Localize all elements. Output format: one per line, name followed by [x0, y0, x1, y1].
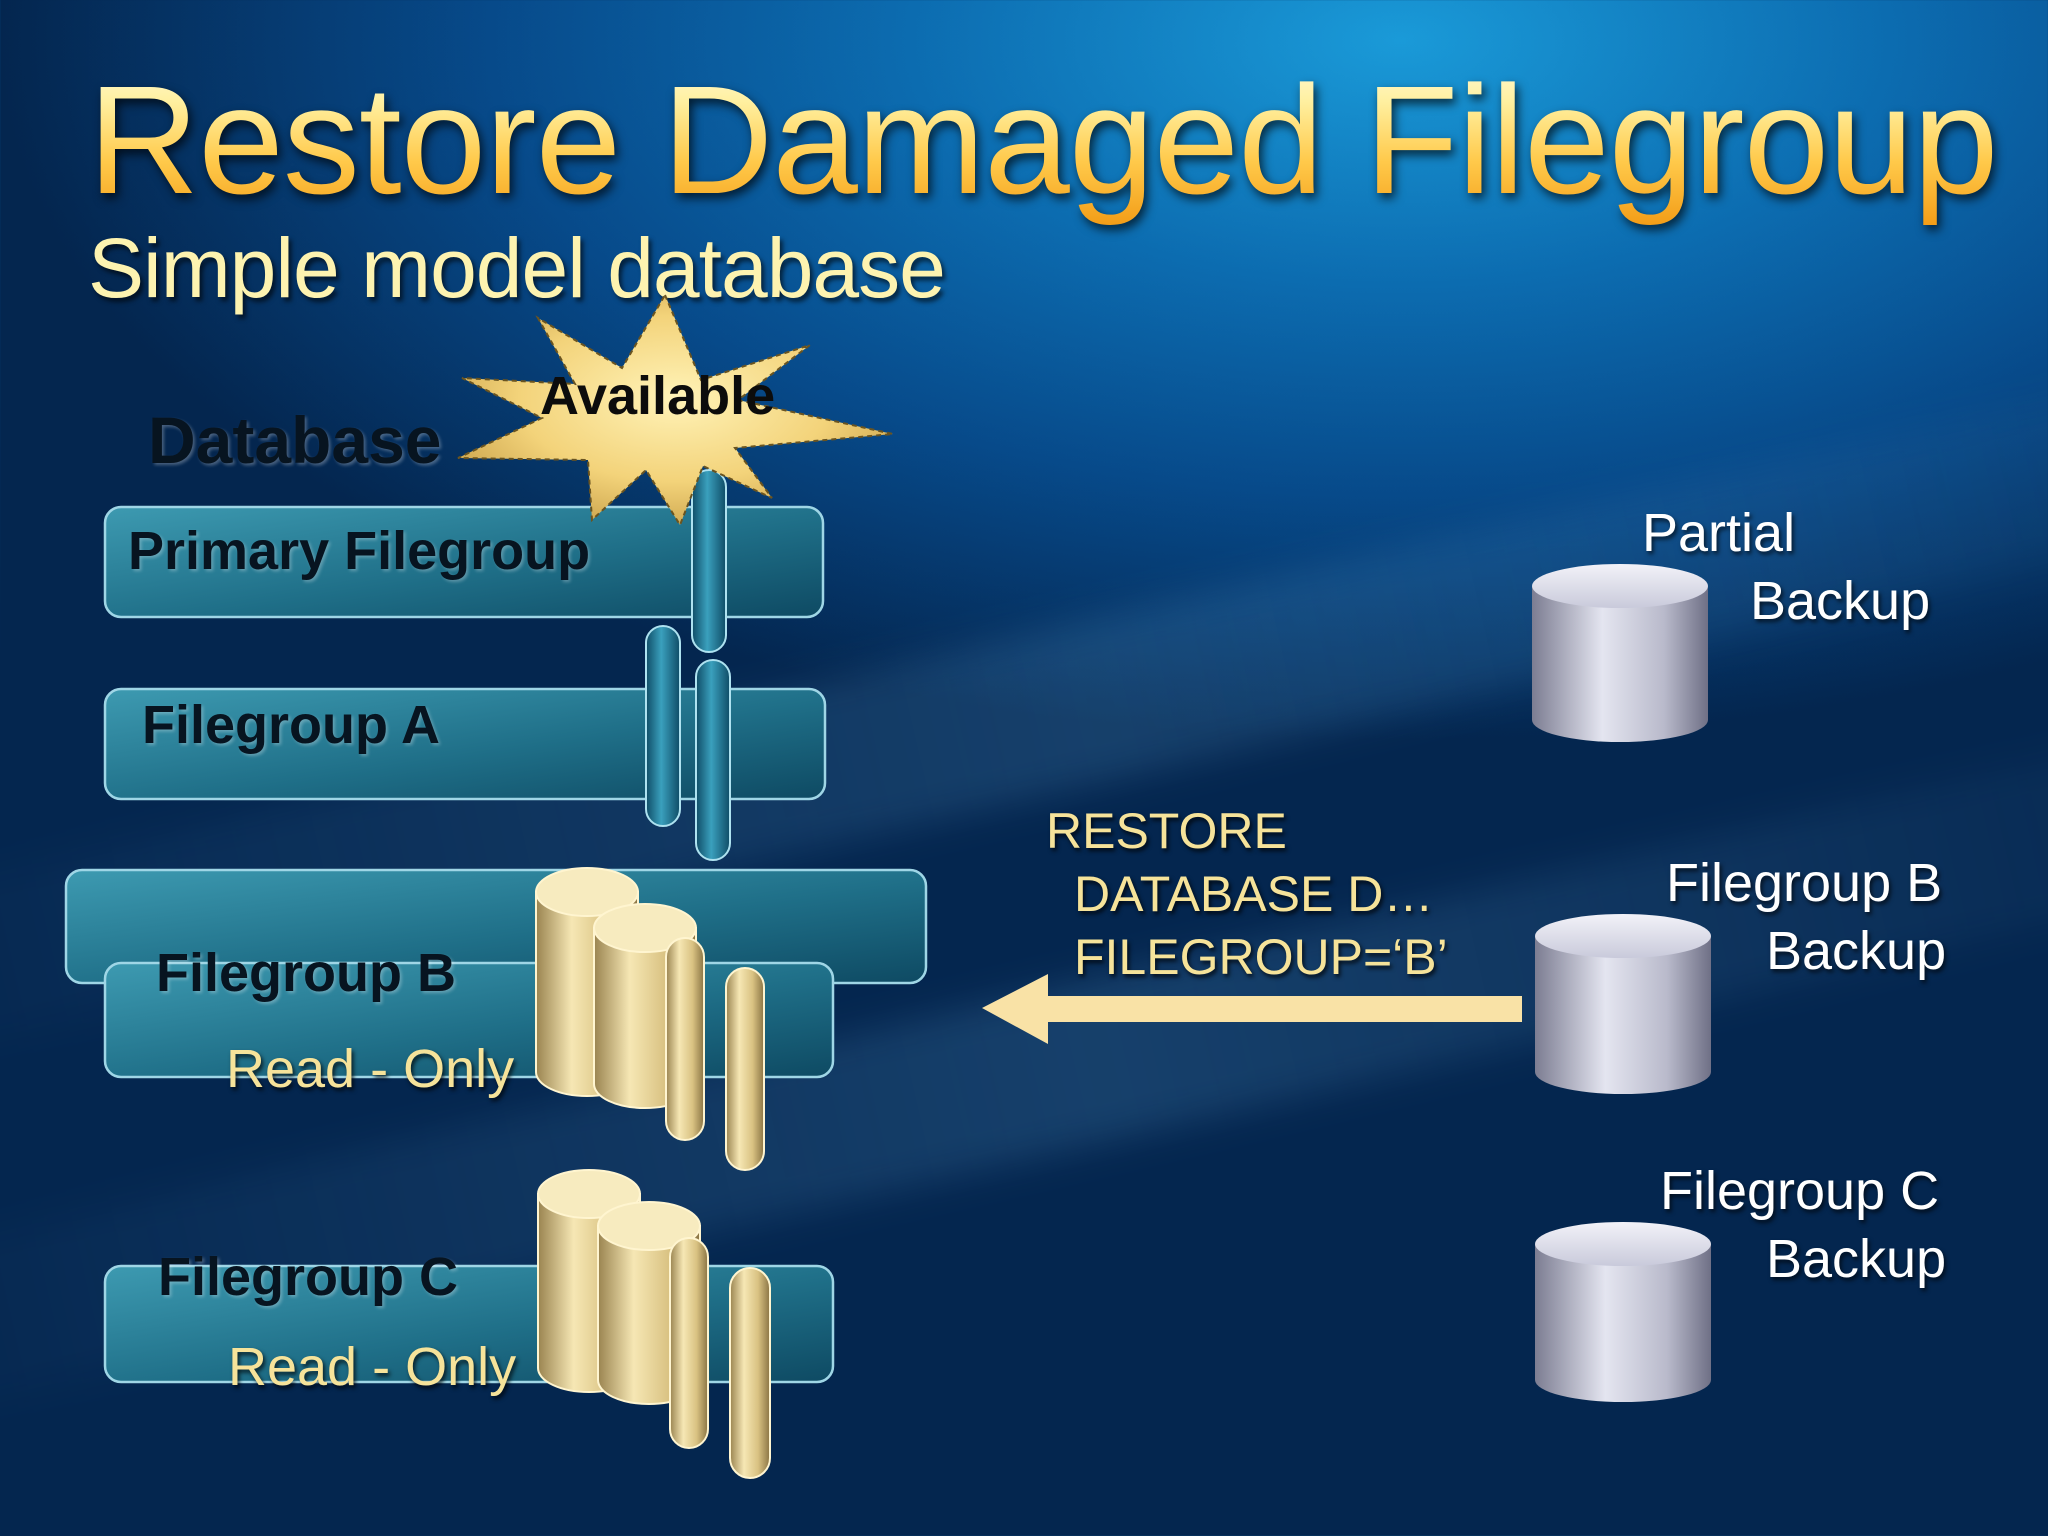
filegroup-b-state: Read - Only [226, 1039, 515, 1099]
filegroup-b-backup-label: Backup [1766, 921, 1947, 981]
filegroup-c-state: Read - Only [228, 1337, 517, 1397]
filegroup-b-backup-cylinder [1535, 914, 1711, 1094]
filegroup-a-data-file [695, 659, 731, 861]
restore-command-line: DATABASE D… [1074, 866, 1434, 922]
restore-arrow [982, 974, 1522, 1044]
partial-backup-label: Backup [1750, 571, 1931, 631]
available-label: Available [540, 366, 776, 426]
available-starburst [457, 292, 894, 528]
restore-command: RESTORE DATABASE D… FILEGROUP=‘B’ [1046, 800, 1448, 989]
filegroup-b-backup-label: Filegroup B [1666, 853, 1943, 913]
partial-backup-cylinder [1532, 564, 1708, 742]
primary-data-file [691, 469, 727, 653]
slide-title: Restore Damaged Filegroup [88, 52, 1999, 229]
filegroup-c-files [537, 1169, 771, 1479]
database-label: Database [148, 403, 442, 477]
filegroup-a-label: Filegroup A [142, 695, 440, 755]
slide-subtitle: Simple model database [88, 221, 946, 315]
filegroup-b-label: Filegroup B [156, 943, 456, 1003]
filegroup-c-backup-cylinder [1535, 1222, 1711, 1402]
partial-backup-label: Partial [1642, 503, 1796, 563]
restore-command-line: RESTORE [1046, 803, 1287, 859]
primary-filegroup-label: Primary Filegroup [128, 521, 591, 581]
primary-filegroup-bar [103, 505, 825, 619]
restore-command-line: FILEGROUP=‘B’ [1074, 929, 1448, 985]
filegroup-c-backup-label: Filegroup C [1660, 1161, 1940, 1221]
filegroup-a-data-file [645, 625, 681, 827]
filegroup-c-label: Filegroup C [158, 1247, 458, 1307]
filegroup-b-files [535, 867, 765, 1171]
filegroup-c-backup-label: Backup [1766, 1229, 1947, 1289]
